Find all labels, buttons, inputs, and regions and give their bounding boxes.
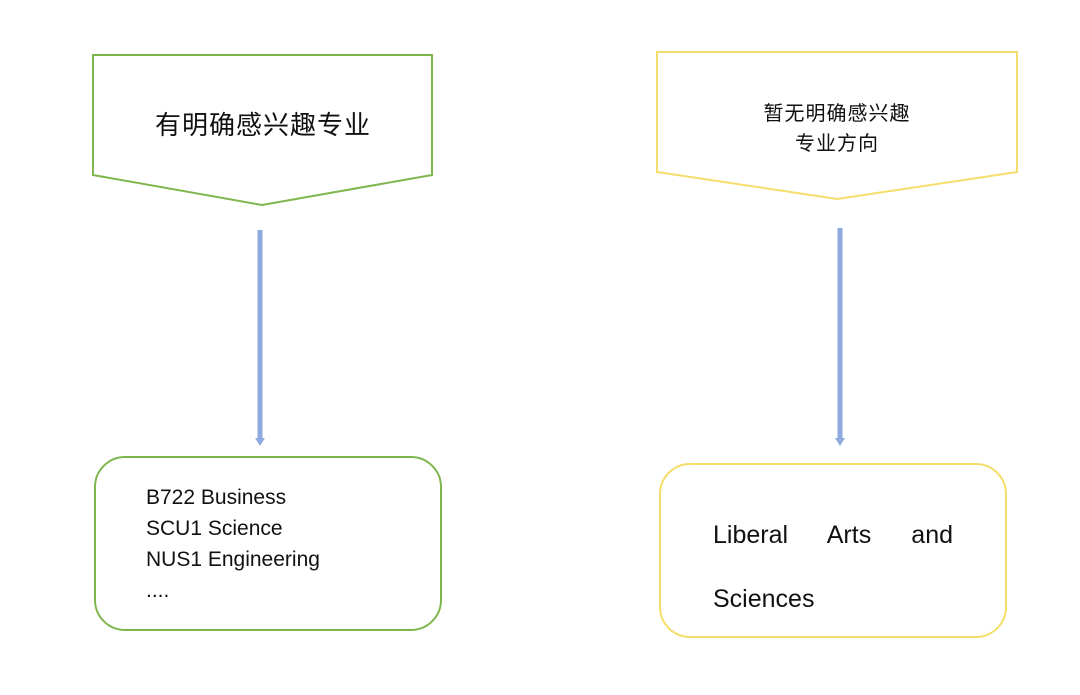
program-item: NUS1 Engineering	[146, 548, 320, 571]
program-item: SCU1 Science	[146, 517, 283, 540]
right-result-box	[659, 463, 1007, 638]
left-result-box	[94, 456, 442, 631]
left-connector-arrow	[255, 230, 265, 446]
left-program-list: B722 Business SCU1 Science NUS1 Engineer…	[146, 482, 426, 606]
right-arrow-head	[835, 438, 845, 446]
right-heading-line-2: 专业方向	[795, 131, 879, 155]
right-heading: 暂无明确感兴趣 专业方向	[657, 88, 1017, 168]
left-heading: 有明确感兴趣专业	[154, 110, 371, 141]
left-arrow-head	[255, 438, 265, 446]
right-decision-shape	[656, 51, 1018, 201]
right-result-text: Liberal Arts and Sciences	[713, 521, 953, 613]
right-heading-line-1: 暂无明确感兴趣	[763, 101, 911, 125]
right-connector-arrow	[835, 228, 845, 446]
left-decision-shape	[92, 54, 433, 207]
program-item: B722 Business	[146, 486, 287, 509]
program-item-ellipsis: ....	[146, 579, 170, 602]
